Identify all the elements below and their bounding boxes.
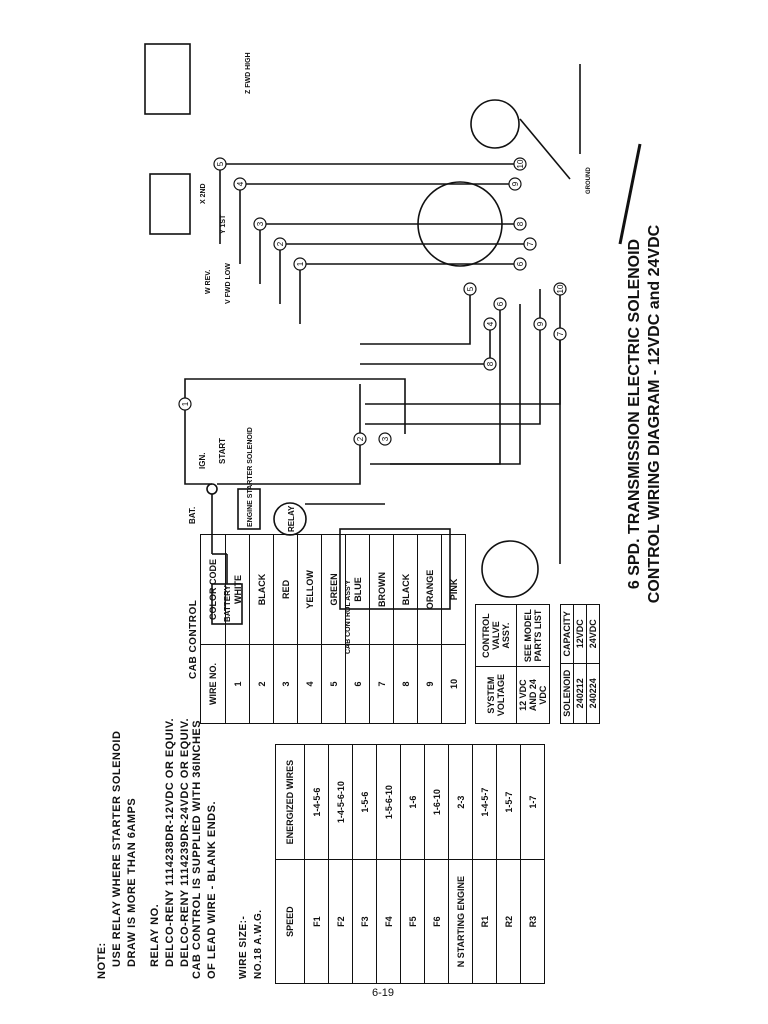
wire-bubble [513,157,527,171]
round-connector [470,99,520,149]
wire-number: 3 [256,221,265,226]
wire-bubble [523,237,537,251]
z-fwd-high-label: Z FWD HIGH [245,52,252,94]
wire-bubble [483,317,497,331]
wire-bubble [553,327,567,341]
wire-bubble [508,177,522,191]
page-number: 6-19 [372,987,395,999]
wire-number: 1 [181,401,190,406]
y-1st-label: Y 1ST [220,214,227,234]
relay-circle [273,502,307,536]
wire-bubble [533,317,547,331]
start-label: START [218,438,227,464]
solenoid-block-left [149,173,191,235]
cab-control-assy [339,528,451,610]
cab-connector [481,540,539,598]
wire-bubble [353,432,367,446]
wire-number: 4 [486,321,495,326]
wire-bubble [378,432,392,446]
wire-bubble [253,217,267,231]
w-rev-label: W REV. [205,270,212,294]
wire-bubble [513,257,527,271]
wire-number: 9 [536,321,545,326]
wire-number: 2 [356,436,365,441]
wire-bubble [483,357,497,371]
wire-bubble [513,217,527,231]
wire-number: 10 [556,284,565,293]
starter-solenoid-box [237,488,261,530]
wire-number: 6 [496,301,505,306]
wire-number: 5 [466,286,475,291]
wire-bubble [233,177,247,191]
wire-number: 5 [216,161,225,166]
wire-number: 9 [511,181,520,186]
wire-number: 7 [526,241,535,246]
battery-label: BATTERY [223,584,232,622]
wire-number: 8 [486,361,495,366]
x-2nd-label: X 2ND [200,183,207,204]
wire-bubble [553,282,567,296]
ignition-switch [206,483,218,495]
wire-bubble [293,257,307,271]
wire-number: 6 [516,261,525,266]
wire-number: 8 [516,221,525,226]
wire-bubble [178,397,192,411]
relay-label: RELAY [287,505,296,532]
wire-bubble [493,297,507,311]
wire-number: 1 [296,261,305,266]
wire-number: 3 [381,436,390,441]
wire-bubble [463,282,477,296]
bat-label: BAT. [188,507,197,524]
solenoid-block-top [144,43,191,115]
wire-bubble [273,237,287,251]
engine-starter-label: ENGINE STARTER SOLENOID [247,427,254,527]
main-connector [417,181,503,267]
ground-label: GROUND [586,167,592,194]
wire-bubble [213,157,227,171]
wire-number: 7 [556,331,565,336]
cab-control-assy-label: CAB CONTROL ASS'Y [345,580,352,654]
wire-number: 4 [236,181,245,186]
wire-number: 2 [276,241,285,246]
ign-label: IGN. [198,453,207,469]
v-fwd-low-label: V FWD LOW [225,263,232,304]
wire-number: 10 [516,159,525,168]
